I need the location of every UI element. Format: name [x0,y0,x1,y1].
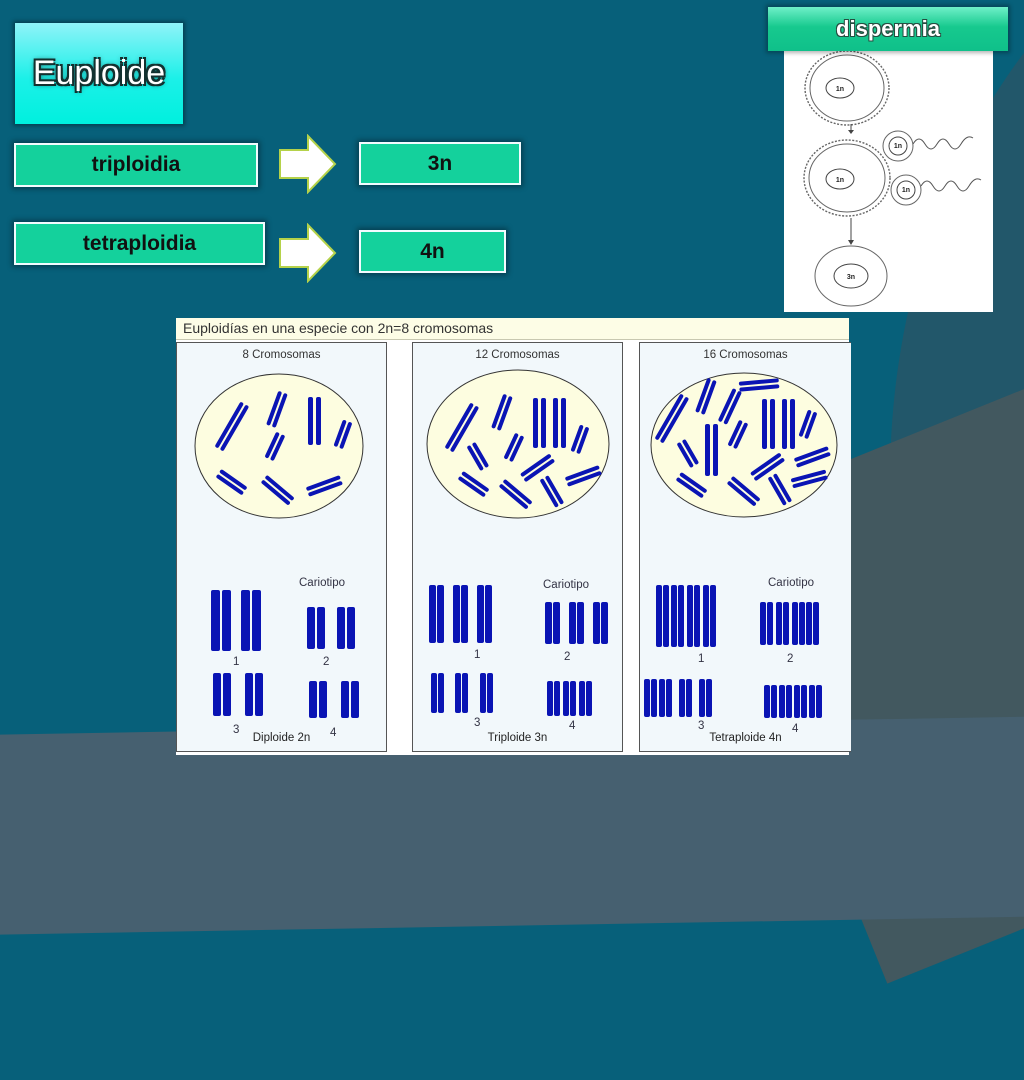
slide-title: Euploide [32,54,166,92]
3n-box: 3n [359,142,521,185]
sperm-2-label: 1n [902,187,910,194]
nucleus-tetraploid [650,372,838,518]
zygote-label: 3n [847,274,855,281]
panel-footer: Triploide 3n [487,732,548,744]
pair-number: 1 [474,649,481,661]
fertilized-egg-label: 1n [836,177,844,184]
fertilized-egg [803,139,891,217]
triploid-panel: 12 Cromosomas Cariotipo [412,342,623,752]
title-box: Euploide [15,23,183,124]
fertilization-diagram: 1n 1n 1n 1n 3n [803,50,982,307]
arrow-right-icon [279,134,337,194]
nucleus-triploid [426,369,610,519]
diploid-panel: 8 Cromosomas Cariotipo [176,342,387,752]
panel-title: 8 Cromosomas [242,349,321,361]
pair-number: 3 [698,720,705,732]
karyotype-label: Cariotipo [768,577,815,589]
karyotype-triploid [429,585,608,716]
egg-cell [804,50,890,126]
pair-number: 4 [330,727,337,739]
pair-number: 2 [323,656,330,668]
nucleus-diploid [194,373,364,519]
4n-label: 4n [420,239,445,263]
sperm-1-label: 1n [894,143,902,150]
figure-title: Euploidías en una especie con 2n=8 cromo… [176,318,849,340]
dispermia-title: dispermia [836,16,940,41]
panel-title: 12 Cromosomas [475,349,560,361]
karyotype-diploid [211,590,359,718]
pair-number: 3 [233,724,240,736]
panel-footer: Diploide 2n [252,732,311,744]
karyotype-label: Cariotipo [299,577,346,589]
pair-number: 1 [698,653,705,665]
pair-number: 2 [564,651,571,663]
arrow-right-icon [279,223,337,283]
3n-label: 3n [427,151,453,175]
pair-number: 3 [474,717,481,729]
pair-number: 4 [569,720,576,732]
dispermia-header: dispermia [768,7,1008,51]
triploidia-box: triploidia [14,143,258,187]
euploidy-figure: Euploidías en una especie con 2n=8 cromo… [176,318,851,755]
panel-footer: Tetraploide 4n [709,732,782,744]
panel-title: 16 Cromosomas [703,349,788,361]
triploidia-label: triploidia [91,153,181,176]
pair-number: 4 [792,723,799,735]
tetraploidia-box: tetraploidia [14,222,265,265]
dispermia-diagram: 1n 1n 1n 1n 3n [784,48,993,312]
egg-nucleus-label: 1n [836,86,844,93]
pair-number: 1 [233,656,240,668]
4n-box: 4n [359,230,506,273]
pair-number: 2 [787,653,794,665]
tetraploidia-label: tetraploidia [82,231,197,255]
karyotype-label: Cariotipo [543,579,590,591]
karyotype-tetraploid [644,585,822,718]
tetraploid-panel: 16 Cromosomas Carioti [639,342,851,752]
